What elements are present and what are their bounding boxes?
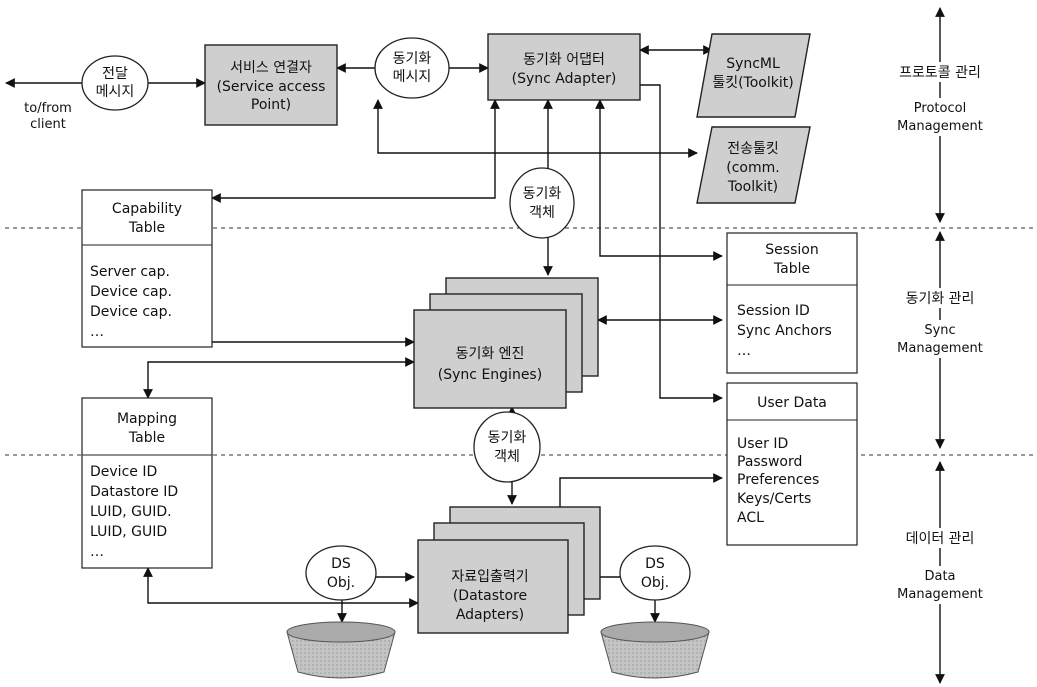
comm-toolkit-line-3: Toolkit) [727,179,778,195]
syncml-toolkit-line-2: 툴킷(Toolkit) [712,75,793,91]
mapping-row: LUID, GUID. [90,504,172,520]
sync-management-label: 동기화 관리 Sync Management [888,288,992,358]
session-row: Sync Anchors [737,323,832,339]
datastore-adapters-stack: 자료입출력기 (Datastore Adapters) [417,506,601,634]
user-data-row: Password [737,454,802,470]
session-header-line-2: Table [773,261,810,277]
user-data-row: Preferences [737,472,819,488]
sync-engines-stack: 동기화 엔진 (Sync Engines) [413,277,599,409]
mapping-table: Mapping Table Device ID Datastore ID LUI… [81,397,213,569]
sync-message-line-1: 동기화 [393,51,432,67]
sync-object-bubble-top: 동기화 객체 [509,167,575,239]
capability-row: Server cap. [90,264,170,280]
datastore-line-1: 자료입출력기 [451,569,528,585]
data-label-kr: 데이터 관리 [906,531,975,547]
deliver-message-line-1: 전달 [102,66,128,82]
sync-object-top-line-1: 동기화 [523,186,562,202]
protocol-management-label: 프로토콜 관리 Protocol Management [885,62,995,136]
session-header-line-1: Session [765,242,818,258]
syncml-toolkit-box: SyncML 툴킷(Toolkit) [696,33,811,118]
database-cylinder-left-icon [286,621,396,679]
mapping-row: LUID, GUID [90,524,167,540]
sync-label-en-2: Management [897,341,983,356]
sync-adapter-line-2: (Sync Adapter) [512,71,617,87]
data-management-label: 데이터 관리 Data Management [888,528,992,604]
mapping-header-line-2: Table [128,430,165,446]
session-row: Session ID [737,303,810,319]
user-data-header: User Data [757,395,827,411]
sync-object-mid-line-2: 객체 [494,449,520,465]
session-table: Session Table Session ID Sync Anchors … [726,232,858,374]
protocol-label-en-1: Protocol [914,101,966,116]
adapter-userdata-connector [640,84,723,403]
comm-toolkit-line-1: 전송툴킷 [727,141,779,157]
data-label-en-1: Data [924,569,955,584]
client-label: to/from client [24,101,72,132]
mapping-header-line-1: Mapping [117,411,177,427]
sync-object-bubble-mid: 동기화 객체 [473,411,541,483]
database-cylinder-right-icon [600,621,710,679]
user-data-row: ACL [737,510,764,526]
ds-object-right-line-2: Obj. [641,575,669,591]
capability-row: Device cap. [90,284,172,300]
sync-object-top-line-2: 객체 [529,205,555,221]
deliver-message-bubble: 전달 메시지 [81,55,149,111]
ds-object-right-line-1: DS [645,556,665,572]
sync-message-line-2: 메시지 [393,69,432,85]
capability-table: Capability Table Server cap. Device cap.… [81,189,213,348]
adapter-capability-connector [211,99,500,203]
mapping-row: Datastore ID [90,484,178,500]
user-data-table: User Data User ID Password Preferences K… [726,382,858,546]
sync-label-kr: 동기화 관리 [906,291,975,307]
protocol-label-en-2: Management [897,119,983,134]
deliver-message-line-2: 메시지 [96,84,135,100]
capability-row: Device cap. [90,304,172,320]
protocol-label-kr: 프로토콜 관리 [899,65,981,81]
adapter-session-connector [595,99,723,261]
session-row: … [737,343,751,359]
syncml-toolkit-line-1: SyncML [726,56,780,72]
sync-engines-line-2: (Sync Engines) [438,367,542,383]
service-comm-connector [373,99,698,158]
mapping-row: Device ID [90,464,157,480]
sync-message-bubble: 동기화 메시지 [374,37,450,99]
sync-adapter-line-1: 동기화 어댑터 [523,52,605,68]
user-data-row: User ID [737,436,788,452]
mapping-datastore-connector [143,567,419,608]
ds-object-left-line-2: Obj. [327,575,355,591]
capability-header-line-1: Capability [112,201,182,217]
service-connector-line-3: Point) [251,97,291,113]
capability-header-line-2: Table [128,220,165,236]
ds-object-left-line-1: DS [331,556,351,572]
sync-label-en-1: Sync [924,323,955,338]
ds-object-bubble-right: DS Obj. [619,545,691,601]
comm-toolkit-box: 전송툴킷 (comm. Toolkit) [696,126,811,204]
client-label-line-1: to/from [24,101,72,116]
datastore-line-3: Adapters) [456,607,524,623]
sync-object-mid-line-1: 동기화 [488,430,527,446]
mapping-row: … [90,544,104,560]
service-connector-line-1: 서비스 연결자 [230,60,312,76]
sync-adapter-box: 동기화 어댑터 (Sync Adapter) [487,33,641,101]
capability-row: … [90,324,104,340]
ds-object-bubble-left: DS Obj. [305,545,377,601]
datastore-line-2: (Datastore [453,588,527,604]
sync-engines-line-1: 동기화 엔진 [456,346,525,362]
user-data-row: Keys/Certs [737,491,811,507]
client-label-line-2: client [30,117,66,132]
data-label-en-2: Management [897,587,983,602]
engines-mapping-connector [143,357,415,399]
service-connector-box: 서비스 연결자 (Service access Point) [204,44,338,126]
service-connector-line-2: (Service access [217,79,326,95]
comm-toolkit-line-2: (comm. [726,160,779,176]
